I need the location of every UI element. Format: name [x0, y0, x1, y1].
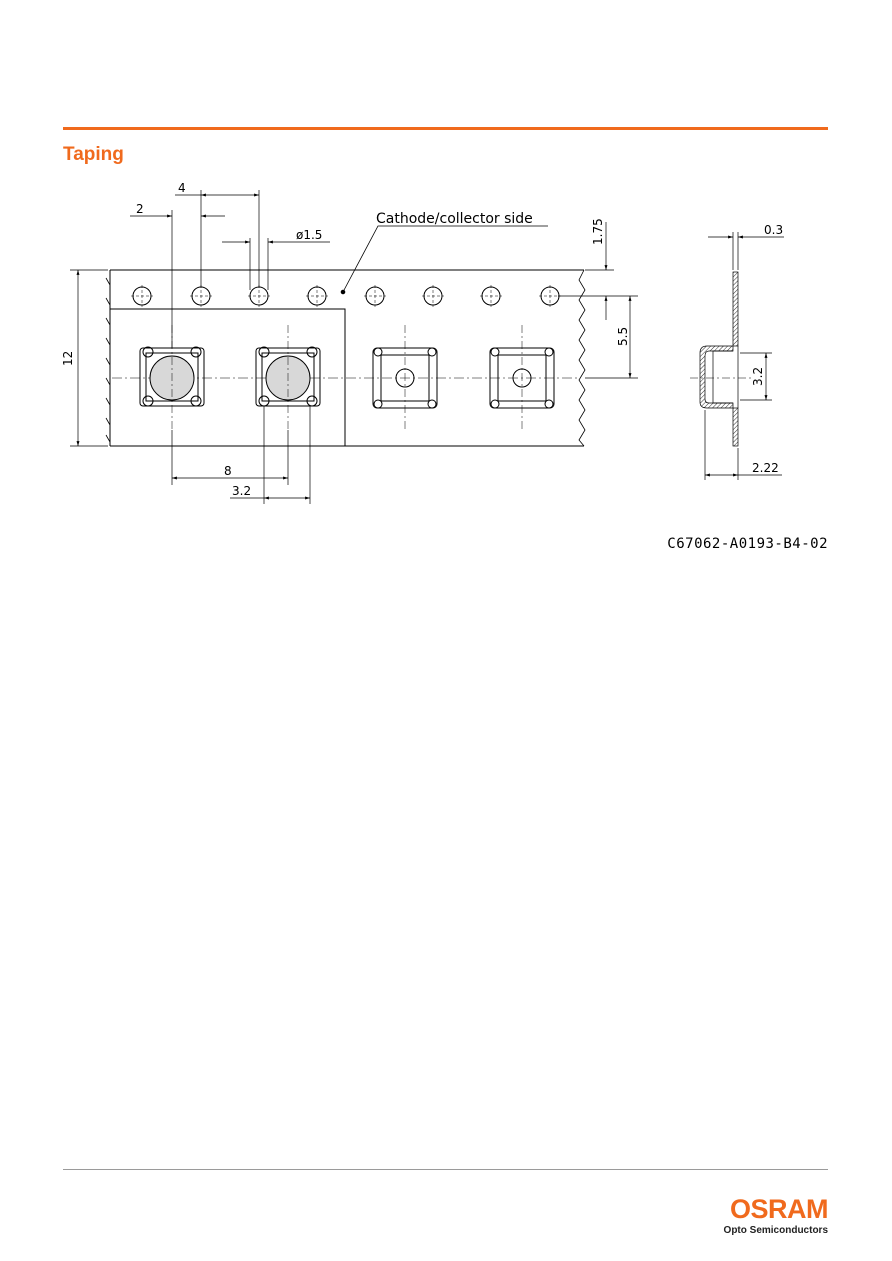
dim-hole-diameter	[222, 238, 330, 290]
pocket-with-part-2	[255, 325, 321, 430]
dim-label-pocket-pitch: 8	[224, 464, 232, 478]
osram-logo: OSRAM Opto Semiconductors	[723, 1194, 829, 1237]
callout-leader	[342, 225, 548, 293]
dim-hole-to-pocket-center	[585, 295, 638, 379]
header-rule	[63, 127, 828, 130]
dim-hole-pitch	[175, 190, 260, 287]
dim-edge-to-hole	[558, 222, 614, 320]
dim-pocket-depth	[704, 410, 782, 480]
dim-label-hole-to-pocket: 2	[136, 202, 144, 216]
dim-label-tape-width: 12	[61, 351, 75, 366]
logo-word: OSRAM	[730, 1194, 829, 1224]
dim-label-pocket-depth: 2.22	[752, 461, 779, 475]
taping-drawing: 4 2 ø1.5 Cathode/collector side 12 1.75 …	[61, 181, 784, 504]
dim-tape-width	[70, 269, 108, 447]
dim-label-edge-to-hole: 1.75	[591, 218, 605, 245]
dim-label-film-thickness: 0.3	[764, 223, 783, 237]
dim-hole-to-pocket	[130, 210, 225, 348]
empty-pocket-2	[489, 325, 555, 430]
empty-pocket-1	[372, 325, 438, 430]
section-title: Taping	[63, 144, 124, 165]
drawing-code: C67062-A0193-B4-02	[667, 536, 828, 552]
tape-outline	[109, 269, 586, 447]
callout-text: Cathode/collector side	[376, 211, 533, 227]
tape-side-section	[690, 271, 752, 447]
dim-pocket-pitch	[171, 430, 289, 485]
dim-label-hole-diameter: ø1.5	[296, 228, 322, 242]
footer-rule	[63, 1169, 828, 1170]
dim-label-pocket-size-side: 3.2	[751, 367, 765, 386]
dim-pocket-size-side	[740, 352, 772, 401]
tape-edge-ticks	[105, 277, 111, 443]
dim-label-hole-to-pocket-center: 5.5	[616, 327, 630, 346]
logo-subtitle: Opto Semiconductors	[723, 1225, 828, 1236]
dim-label-hole-pitch: 4	[178, 181, 186, 195]
dim-pocket-width	[230, 406, 311, 504]
dim-label-pocket-width: 3.2	[232, 484, 251, 498]
dim-film-thickness	[708, 232, 784, 270]
